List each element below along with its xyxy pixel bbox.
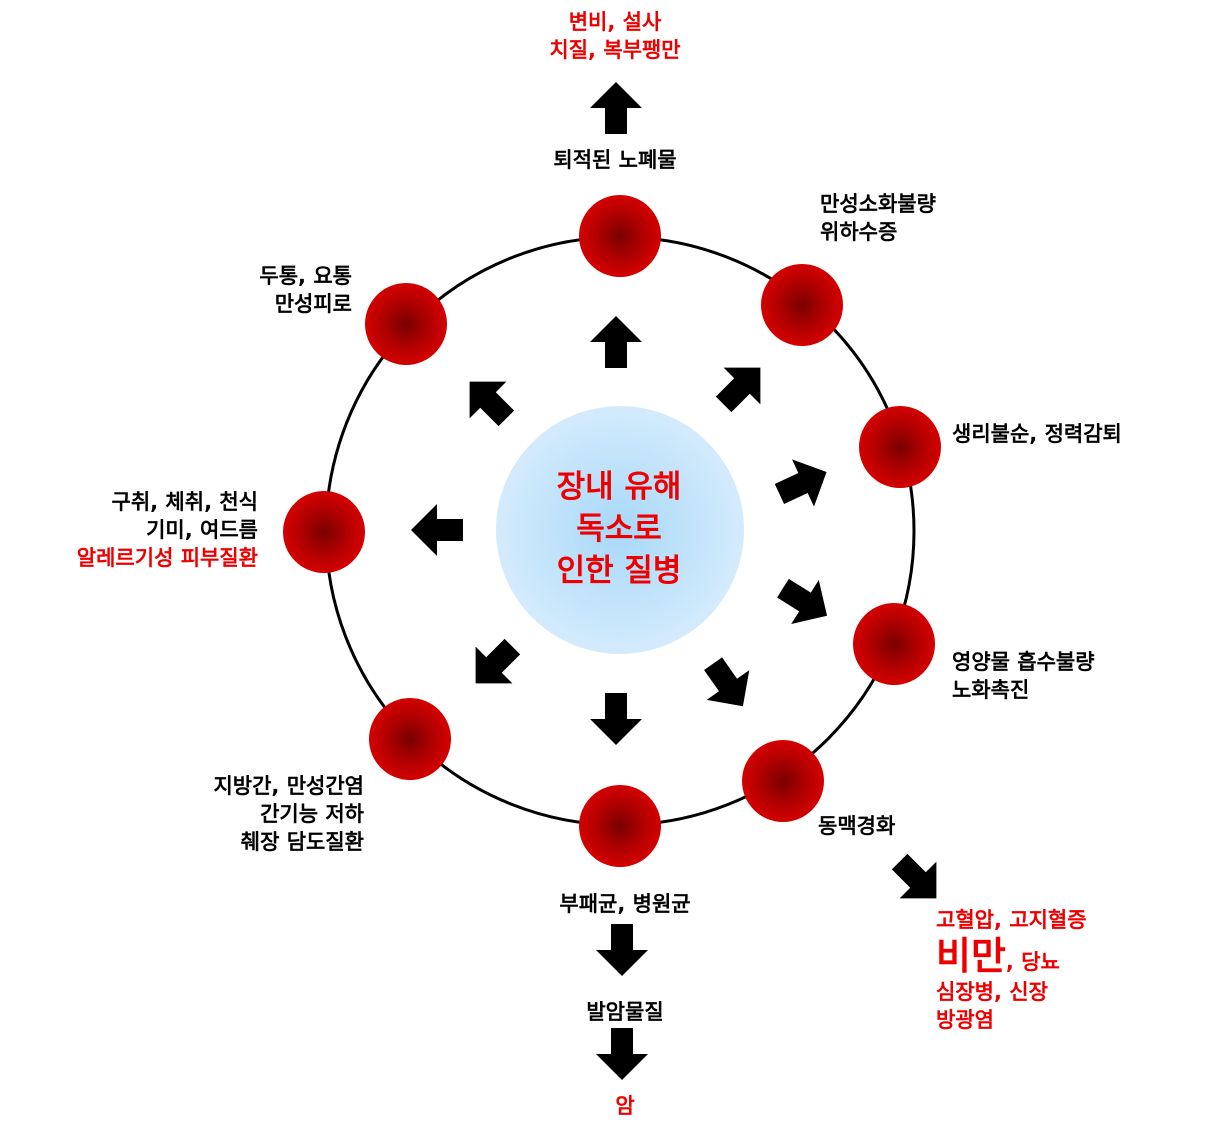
arrow-bottom-mid-icon (596, 924, 648, 976)
left-line-3: 알레르기성 피부질환 (76, 546, 258, 570)
bottom-right-result-line-2: 비만, 당뇨 (936, 934, 1087, 978)
top-result-line-1: 변비, 설사 (568, 10, 662, 34)
upper-right-line-1: 만성소화불량 (820, 192, 936, 216)
lower-right-line-1: 영양물 흡수불량 (952, 650, 1095, 674)
lower-right-line-2: 노화촉진 (952, 678, 1030, 702)
upper-right-label: 만성소화불량 위하수증 (820, 190, 936, 246)
top-result-line-2: 치질, 복부팽만 (549, 38, 681, 62)
upper-left-line-1: 두통, 요통 (259, 264, 352, 288)
lower-left-line-2: 간기능 저하 (260, 802, 364, 826)
upper-left-line-2: 만성피로 (274, 292, 352, 316)
node-top (579, 195, 661, 277)
arrow-bottom-result-icon (596, 1028, 648, 1080)
bottom-right-result-line-4: 방광염 (936, 1008, 994, 1032)
right-line-1: 생리불순, 정력감퇴 (952, 422, 1122, 446)
top-result-label: 변비, 설사 치질, 복부팽만 (500, 8, 730, 64)
right-label: 생리불순, 정력감퇴 (952, 420, 1122, 448)
arrow-down-icon (590, 693, 642, 745)
lower-left-label: 지방간, 만성간염 간기능 저하 췌장 담도질환 (60, 772, 364, 856)
lower-left-line-1: 지방간, 만성간염 (213, 774, 364, 798)
arrow-lower-left-icon (457, 628, 531, 702)
node-left (283, 491, 365, 573)
node-right (859, 406, 941, 488)
center-line-1: 장내 유해 (556, 469, 682, 505)
arrow-right-upper-icon (768, 448, 838, 518)
arrow-left-icon (411, 504, 463, 556)
bottom-right-result-line-3: 심장병, 신장 (936, 980, 1048, 1004)
bottom-right-result: 고혈압, 고지혈증 비만, 당뇨 심장병, 신장 방광염 (936, 906, 1087, 1034)
bottom-right-result-line-1: 고혈압, 고지혈증 (936, 908, 1087, 932)
arrow-lower-right-icon (691, 648, 765, 722)
lower-left-line-3: 췌장 담도질환 (240, 830, 364, 854)
bottom-middle-label: 발암물질 (586, 1000, 664, 1024)
center-line-2: 독소로 (576, 511, 662, 547)
node-bottom (579, 785, 661, 867)
arrow-upper-left-icon (451, 363, 525, 437)
upper-right-line-2: 위하수증 (820, 220, 898, 244)
center-circle (496, 406, 744, 654)
lower-right-label: 영양물 흡수불량 노화촉진 (952, 648, 1095, 704)
upper-left-label: 두통, 요통 만성피로 (150, 262, 352, 318)
center-label: 장내 유해 독소로 인한 질병 (496, 466, 742, 592)
left-line-2: 기미, 여드름 (146, 518, 258, 542)
node-bottom-right (742, 740, 824, 822)
bottom-result-label: 암 (615, 1094, 635, 1118)
arrow-top-result-icon (590, 82, 642, 134)
arrow-up-icon (590, 316, 642, 368)
node-lower-left (369, 698, 451, 780)
bottom-right-label: 동맥경화 (818, 814, 896, 838)
top-label: 퇴적된 노폐물 (553, 148, 677, 172)
node-upper-left (365, 283, 447, 365)
left-label: 구취, 체취, 천식 기미, 여드름 알레르기성 피부질환 (6, 488, 258, 572)
node-upper-right (761, 264, 843, 346)
bottom-right-result-big: 비만 (936, 934, 1006, 978)
left-line-1: 구취, 체취, 천식 (111, 490, 259, 514)
bottom-right-result-rest: , 당뇨 (1005, 950, 1060, 974)
arrow-right-lower-icon (769, 566, 841, 638)
center-line-3: 인한 질병 (556, 553, 682, 589)
node-lower-right (853, 603, 935, 685)
bottom-label: 부패균, 병원균 (559, 892, 691, 916)
arrow-upper-right-icon (705, 349, 779, 423)
